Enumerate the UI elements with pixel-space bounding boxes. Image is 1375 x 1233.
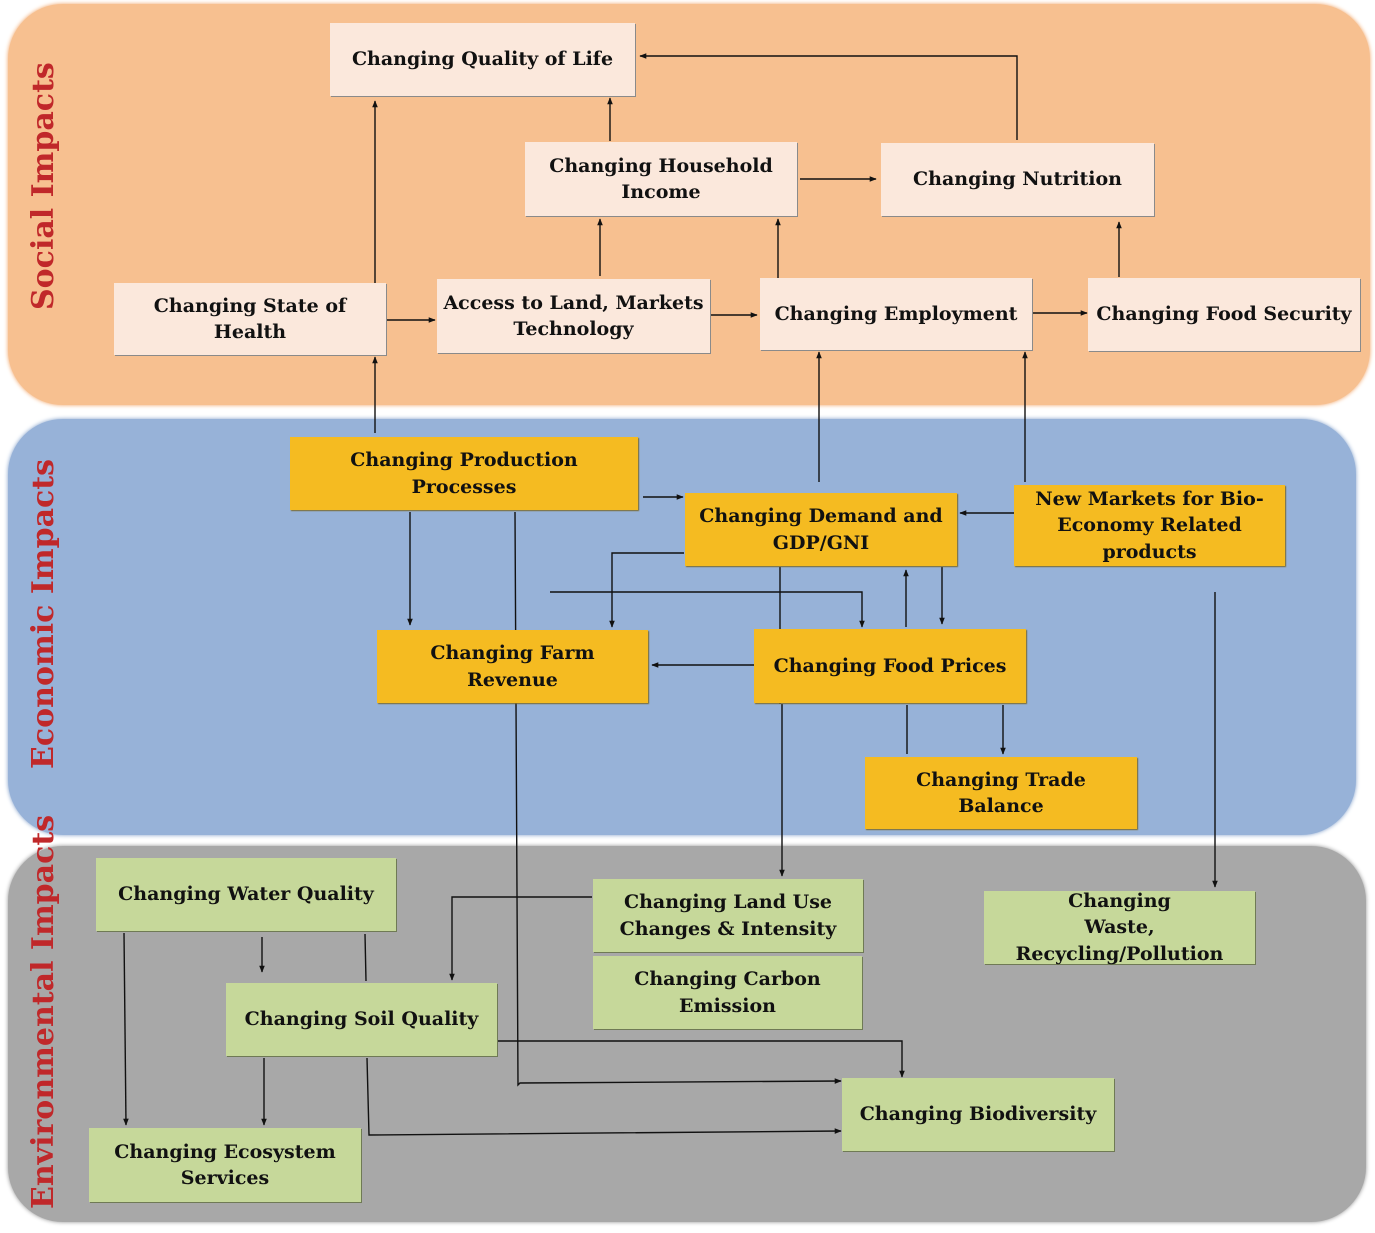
node-food-prices: Changing Food Prices bbox=[754, 629, 1026, 703]
node-new-markets: New Markets for Bio- Economy Related pro… bbox=[1014, 485, 1285, 566]
node-land-use: Changing Land Use Changes & Intensity bbox=[593, 879, 863, 952]
node-access-to-land: Access to Land, Markets Technology bbox=[437, 279, 710, 353]
node-soil-quality: Changing Soil Quality bbox=[226, 983, 497, 1056]
node-trade-balance: Changing Trade Balance bbox=[865, 757, 1137, 829]
node-biodiversity: Changing Biodiversity bbox=[842, 1078, 1114, 1151]
node-ecosystem-services: Changing Ecosystem Services bbox=[89, 1128, 361, 1202]
node-food-security: Changing Food Security bbox=[1088, 278, 1360, 351]
node-quality-of-life: Changing Quality of Life bbox=[330, 23, 635, 96]
node-employment: Changing Employment bbox=[760, 278, 1032, 350]
node-state-of-health: Changing State of Health bbox=[114, 283, 386, 355]
node-demand-gdp: Changing Demand and GDP/GNI bbox=[685, 493, 957, 566]
node-carbon-emission: Changing Carbon Emission bbox=[593, 956, 862, 1029]
node-production-processes: Changing Production Processes bbox=[290, 437, 638, 510]
node-household-income: Changing Household Income bbox=[525, 142, 797, 216]
node-farm-revenue: Changing Farm Revenue bbox=[377, 630, 648, 703]
node-water-quality: Changing Water Quality bbox=[96, 858, 396, 931]
node-nutrition: Changing Nutrition bbox=[881, 143, 1154, 216]
node-waste-recycling: Changing Waste, Recycling/Pollution bbox=[984, 890, 1255, 965]
